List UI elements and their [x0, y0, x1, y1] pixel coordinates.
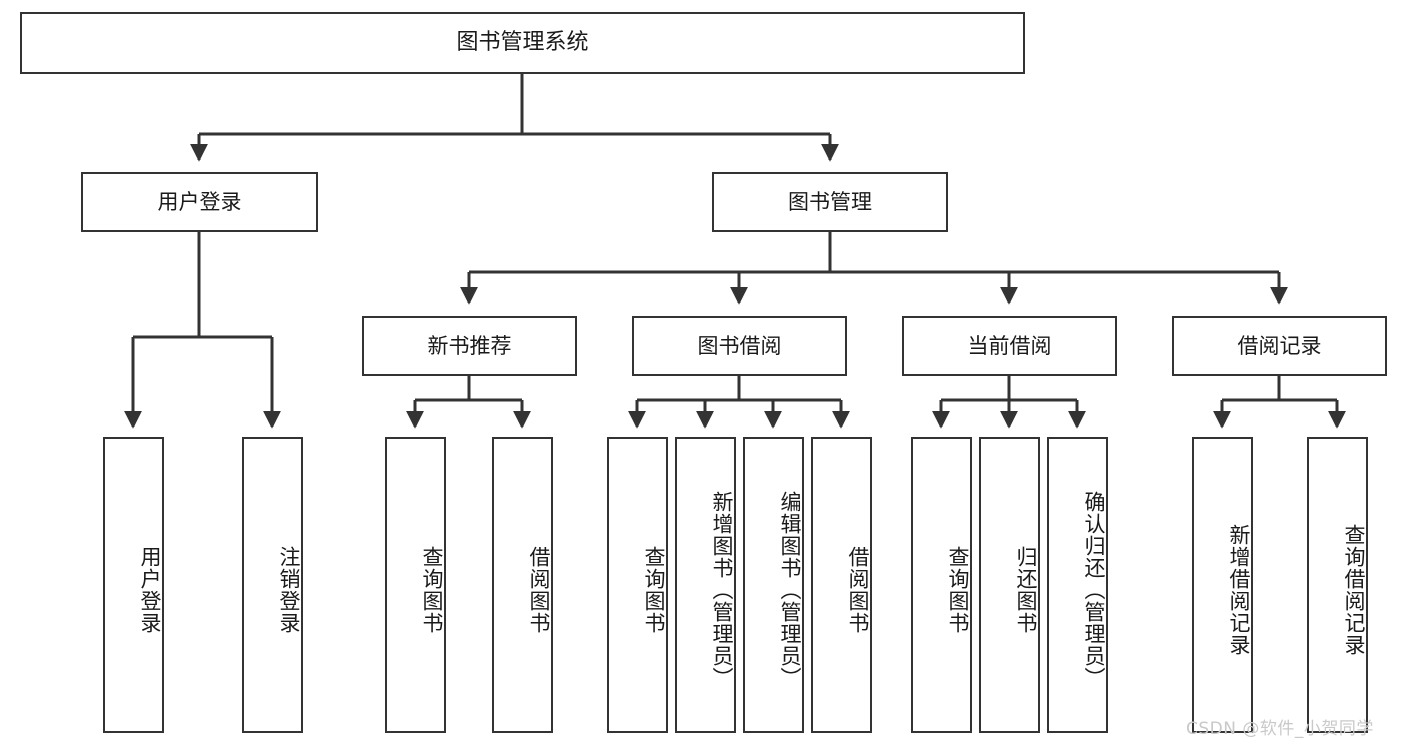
- node-book-management[interactable]: 图书管理: [712, 172, 948, 232]
- node-book-borrow[interactable]: 图书借阅: [632, 316, 847, 376]
- node-label: 新增借阅记录: [1227, 524, 1251, 656]
- leaf-return-book[interactable]: 归还图书: [979, 437, 1040, 733]
- node-label: 借阅记录: [1237, 333, 1322, 358]
- leaf-edit-book-admin[interactable]: 编辑图书（管理员）: [743, 437, 804, 733]
- node-label: 查询图书: [642, 546, 666, 634]
- node-label: 查询借阅记录: [1342, 524, 1366, 656]
- node-new-book-recommend[interactable]: 新书推荐: [362, 316, 577, 376]
- node-label: 借阅图书: [846, 546, 870, 634]
- leaf-query-borrow-record[interactable]: 查询借阅记录: [1307, 437, 1368, 733]
- node-label: 用户登录: [157, 189, 242, 214]
- node-label: 查询图书: [420, 546, 444, 634]
- leaf-add-borrow-record[interactable]: 新增借阅记录: [1192, 437, 1253, 733]
- node-label: 编辑图书（管理员）: [778, 491, 802, 689]
- csdn-watermark: CSDN @软件_小贺同学: [1186, 719, 1374, 739]
- node-current-borrow[interactable]: 当前借阅: [902, 316, 1117, 376]
- leaf-borrow-book-recommend[interactable]: 借阅图书: [492, 437, 553, 733]
- node-label: 借阅图书: [527, 546, 551, 634]
- node-user-login[interactable]: 用户登录: [81, 172, 318, 232]
- node-label: 新书推荐: [427, 333, 512, 358]
- node-label: 图书管理: [788, 189, 872, 214]
- leaf-borrow-book[interactable]: 借阅图书: [811, 437, 872, 733]
- node-label: 查询图书: [946, 546, 970, 634]
- node-root-system[interactable]: 图书管理系统: [20, 12, 1025, 74]
- node-label: 图书借阅: [697, 333, 782, 358]
- node-label: 图书管理系统: [456, 30, 589, 56]
- leaf-confirm-return-admin[interactable]: 确认归还（管理员）: [1047, 437, 1108, 733]
- node-label: 当前借阅: [967, 333, 1052, 358]
- leaf-query-book-recommend[interactable]: 查询图书: [385, 437, 446, 733]
- leaf-add-book-admin[interactable]: 新增图书（管理员）: [675, 437, 736, 733]
- leaf-query-book-borrow[interactable]: 查询图书: [607, 437, 668, 733]
- node-label: 注销登录: [277, 546, 301, 634]
- node-borrow-record[interactable]: 借阅记录: [1172, 316, 1387, 376]
- node-label: 用户登录: [138, 546, 162, 634]
- node-label: 确认归还（管理员）: [1082, 491, 1106, 689]
- leaf-user-login[interactable]: 用户登录: [103, 437, 164, 733]
- leaf-logout[interactable]: 注销登录: [242, 437, 303, 733]
- node-label: 新增图书（管理员）: [710, 491, 734, 689]
- node-label: 归还图书: [1014, 546, 1038, 634]
- leaf-query-book-current[interactable]: 查询图书: [911, 437, 972, 733]
